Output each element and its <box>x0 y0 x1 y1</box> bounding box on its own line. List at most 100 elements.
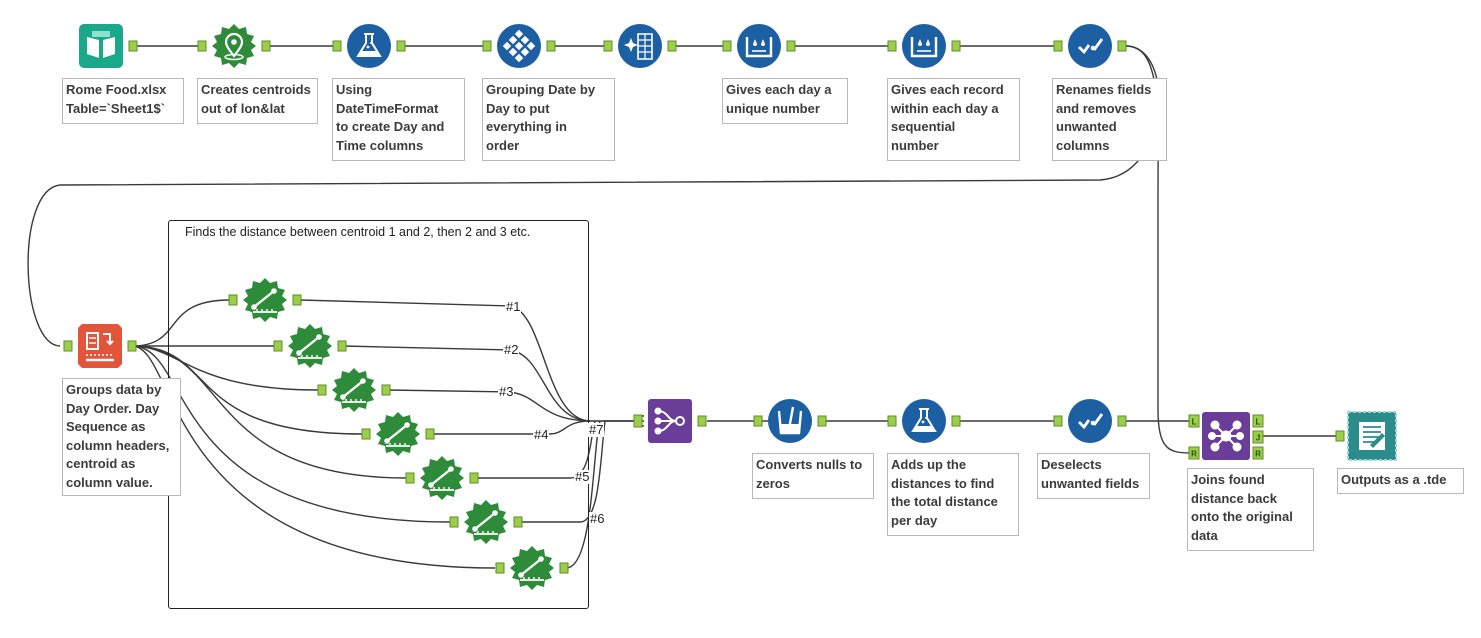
sort-tool[interactable] <box>482 24 556 68</box>
output-anchor[interactable] <box>425 428 435 440</box>
union-tool[interactable] <box>633 399 707 443</box>
input-anchor[interactable] <box>722 40 732 52</box>
output-anchor[interactable] <box>127 340 137 352</box>
input-anchor[interactable] <box>197 40 207 52</box>
select-tool-deselect[interactable] <box>1053 399 1127 443</box>
cross-tab-tool[interactable] <box>63 324 137 368</box>
input-anchor[interactable] <box>361 428 371 440</box>
annotation-select-deselect: Deselects unwanted fields <box>1037 453 1150 499</box>
output-anchor[interactable] <box>337 340 347 352</box>
annotation-select-rename: Renames fields and removes unwanted colu… <box>1052 78 1167 161</box>
output-anchor[interactable] <box>951 40 961 52</box>
output-anchor[interactable] <box>817 415 827 427</box>
input-anchor[interactable] <box>887 40 897 52</box>
crosstab-icon <box>86 332 114 362</box>
output-data-icon <box>1359 422 1385 450</box>
distance-tool-7[interactable] <box>495 546 569 590</box>
join-out-join-anchor[interactable] <box>1252 430 1264 444</box>
annotation-create-points: Creates centroids out of lon&lat <box>197 78 318 124</box>
join-out-right-anchor[interactable] <box>1252 446 1264 460</box>
annotation-output: Outputs as a .tde <box>1337 468 1464 494</box>
tile-tool-record[interactable] <box>887 24 961 68</box>
wire-label-4: #4 <box>533 427 550 442</box>
input-anchor[interactable] <box>887 415 897 427</box>
output-anchor[interactable] <box>469 472 479 484</box>
join-right-anchor-label: R <box>1191 450 1197 459</box>
annotation-tile-day: Gives each day a unique number <box>722 78 848 124</box>
join-tool[interactable]: L R L J R <box>1188 412 1264 460</box>
input-anchor[interactable] <box>633 414 643 428</box>
distance-tool-2[interactable] <box>273 324 347 368</box>
join-network-icon <box>1208 420 1244 452</box>
input-anchor[interactable] <box>482 40 492 52</box>
join-out-left-label: L <box>1256 418 1261 427</box>
map-pin-icon <box>224 32 244 61</box>
join-out-right-label: R <box>1255 450 1261 459</box>
input-anchor[interactable] <box>405 472 415 484</box>
output-anchor[interactable] <box>1117 40 1127 52</box>
book-input-icon <box>87 31 115 58</box>
join-out-join-label: J <box>1256 434 1260 443</box>
union-icon <box>654 407 685 435</box>
output-anchor[interactable] <box>697 415 707 427</box>
input-anchor[interactable] <box>317 384 327 396</box>
wire-label-5: #5 <box>574 469 591 484</box>
distance-tool-5[interactable] <box>405 456 479 500</box>
annotation-crosstab: Groups data by Day Order. Day Sequence a… <box>62 378 181 496</box>
annotation-multi-field: Converts nulls to zeros <box>752 453 874 499</box>
output-anchor[interactable] <box>381 384 391 396</box>
multi-row-formula-tool[interactable] <box>603 24 677 68</box>
wire-label-1: #1 <box>505 299 522 314</box>
sparkle-table-icon <box>624 33 653 60</box>
input-anchor[interactable] <box>1335 430 1345 442</box>
output-anchor[interactable] <box>513 516 523 528</box>
input-anchor[interactable] <box>753 415 763 427</box>
select-tool-rename[interactable] <box>1053 24 1127 68</box>
glass-icon <box>777 406 803 435</box>
output-anchor[interactable] <box>1117 415 1127 427</box>
input-anchor[interactable] <box>228 294 238 306</box>
output-anchor[interactable] <box>786 40 796 52</box>
annotation-formula-sum: Adds up the distances to find the total … <box>887 453 1019 536</box>
annotation-datetime: Using DateTimeFormat to create Day and T… <box>332 78 465 161</box>
input-anchor[interactable] <box>449 516 459 528</box>
wire-label-7: #7 <box>588 422 605 437</box>
tile-tool-day[interactable] <box>722 24 796 68</box>
distance-tool-6[interactable] <box>449 500 523 544</box>
wire-label-6: #6 <box>589 511 606 526</box>
output-anchor[interactable] <box>951 415 961 427</box>
annotation-tile-record: Gives each record within each day a sequ… <box>887 78 1020 161</box>
join-right-anchor[interactable] <box>1188 446 1200 460</box>
join-left-anchor[interactable] <box>1188 414 1200 428</box>
output-anchor[interactable] <box>292 294 302 306</box>
output-anchor[interactable] <box>261 40 271 52</box>
distance-tool-4[interactable] <box>361 412 435 456</box>
annotation-join: Joins found distance back onto the origi… <box>1187 468 1314 551</box>
input-data-tool[interactable] <box>79 24 138 68</box>
input-anchor[interactable] <box>495 562 505 574</box>
output-anchor[interactable] <box>559 562 569 574</box>
input-anchor[interactable] <box>332 40 342 52</box>
output-anchor[interactable] <box>546 40 556 52</box>
distance-tool-3[interactable] <box>317 368 391 412</box>
output-anchor[interactable] <box>667 40 677 52</box>
wire-label-3: #3 <box>498 384 515 399</box>
input-anchor[interactable] <box>603 40 613 52</box>
create-points-tool[interactable] <box>197 24 271 68</box>
output-anchor[interactable] <box>396 40 406 52</box>
output-data-tool[interactable] <box>1335 411 1397 461</box>
formula-tool-sum[interactable] <box>887 399 961 443</box>
output-anchor[interactable] <box>128 40 138 52</box>
join-out-left-anchor[interactable] <box>1252 414 1264 428</box>
distance-tool-1[interactable] <box>228 278 302 322</box>
distance-container[interactable]: Finds the distance between centroid 1 an… <box>168 220 589 609</box>
formula-tool[interactable] <box>332 24 406 68</box>
input-anchor[interactable] <box>273 340 283 352</box>
annotation-sort: Grouping Date by Day to put everything i… <box>482 78 615 161</box>
input-anchor[interactable] <box>1053 415 1063 427</box>
container-title: Finds the distance between centroid 1 an… <box>185 225 531 239</box>
input-anchor[interactable] <box>1053 40 1063 52</box>
multi-field-formula-tool[interactable] <box>753 399 827 443</box>
input-anchor[interactable] <box>63 340 73 352</box>
